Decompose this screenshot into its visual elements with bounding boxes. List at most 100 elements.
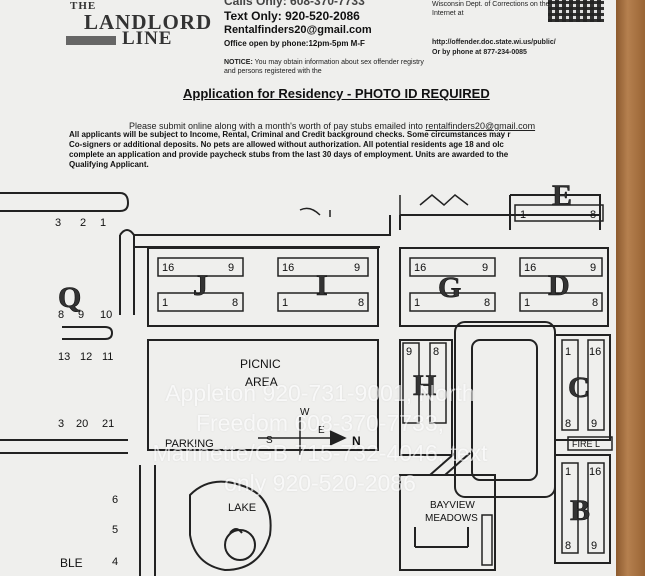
unit-column-b-left <box>561 462 579 554</box>
application-title: Application for Residency - PHOTO ID REQ… <box>183 86 490 101</box>
notice-label: NOTICE: <box>224 59 253 66</box>
offender-url: http://offender.doc.state.wi.us/public/ … <box>432 38 612 58</box>
unit-num-g-8: 8 <box>484 297 490 309</box>
instruction-email: rentalfinders20@gmail.com <box>425 121 536 131</box>
building-letter-e: E <box>552 179 572 212</box>
unit-row-i-bottom <box>277 292 369 312</box>
unit-row-d-bottom <box>519 292 603 312</box>
bayview-meadows-lot <box>399 474 496 571</box>
picnic-area-border <box>147 339 379 451</box>
instruction-text: Please submit online along with a month'… <box>129 121 423 131</box>
unit-num-h-8: 8 <box>433 346 439 358</box>
unit-num-d-1: 1 <box>524 297 530 309</box>
unit-num-j-16: 16 <box>162 262 174 274</box>
unit-num-c-8: 8 <box>565 418 571 430</box>
unit-num-j-9: 9 <box>228 262 234 274</box>
unit-row-g-bottom <box>409 292 496 312</box>
inner-loop-core <box>471 339 538 481</box>
meadows-entrance <box>414 527 469 548</box>
logo-line: LINE <box>122 28 173 49</box>
unit-num-q-8: 8 <box>58 309 64 321</box>
building-letter-c: C <box>568 371 590 404</box>
unit-num-d-16: 16 <box>524 262 536 274</box>
q-cul-de-sac <box>62 326 114 340</box>
unit-num-q-12: 12 <box>80 351 92 363</box>
unit-num-d-8: 8 <box>592 297 598 309</box>
map-hatch <box>429 452 471 476</box>
unit-num-q-11: 11 <box>102 351 113 363</box>
unit-row-j-top <box>157 257 244 277</box>
unit-num-q-10: 10 <box>100 309 112 321</box>
building-letter-q: Q <box>58 281 81 314</box>
building-c-frame <box>554 334 611 441</box>
property-site-map: J I G D E H C B Q 16 9 1 8 16 9 1 8 16 9… <box>0 179 613 576</box>
fine-print: All applicants will be subject to Income… <box>69 130 614 170</box>
unit-num-b-8: 8 <box>565 540 571 552</box>
notice-body: You may obtain information about sex off… <box>224 59 424 75</box>
top-left-road <box>0 192 130 212</box>
compass-w: W <box>300 407 310 418</box>
unit-row-d-top <box>519 257 603 277</box>
lake-label: LAKE <box>228 502 256 514</box>
wood-table-edge <box>616 0 645 576</box>
overlay-line-4: only 920-520-2086 <box>224 470 416 496</box>
fire-lane-sign <box>567 436 613 451</box>
unit-num-j-8: 8 <box>232 297 238 309</box>
qr-code-icon <box>548 0 604 22</box>
unit-column-h-right <box>429 342 447 424</box>
unit-num-20: 20 <box>76 418 88 430</box>
unit-num-d-9: 9 <box>590 262 596 274</box>
unit-num-j-1: 1 <box>162 297 168 309</box>
calls-only-line: Calls Only: 608-370-7733 <box>224 0 365 8</box>
left-vertical-road <box>139 465 156 576</box>
unit-column-c-left <box>561 339 579 431</box>
unit-num-g-9: 9 <box>482 262 488 274</box>
building-group-ji <box>147 247 379 327</box>
building-letter-j: J <box>193 269 208 302</box>
logo-the: THE <box>70 0 97 12</box>
building-letter-i: I <box>316 269 328 302</box>
wisconsin-doc-text: Wisconsin Dept. of Corrections on the In… <box>432 1 550 17</box>
logo-landlord: LANDLORD <box>84 10 213 34</box>
left-road <box>119 229 135 315</box>
roof-marks <box>399 194 469 215</box>
unit-row-j-bottom <box>157 292 244 312</box>
text-only-line: Text Only: 920-520-2086 <box>224 9 360 23</box>
unit-num-b-9: 9 <box>591 540 597 552</box>
left-lower-road <box>0 439 128 454</box>
unit-num-e-8: 8 <box>590 209 596 221</box>
unit-num-i-8: 8 <box>358 297 364 309</box>
unit-column-c-right <box>587 339 605 431</box>
fine-print-line-4: Qualifying Applicant. <box>69 160 149 169</box>
landlord-line-logo: THE LANDLORD LINE <box>62 0 211 50</box>
area-label: AREA <box>245 375 278 389</box>
unit-num-c-9: 9 <box>591 418 597 430</box>
unit-num-i-9: 9 <box>354 262 360 274</box>
building-h-frame <box>399 339 453 456</box>
unit-num-g-1: 1 <box>414 297 420 309</box>
lake-shape <box>189 480 272 572</box>
unit-num-c-1: 1 <box>565 346 571 358</box>
unit-num-5: 5 <box>112 524 118 536</box>
building-letter-b: B <box>570 494 590 527</box>
meadows-label: MEADOWS <box>425 513 478 524</box>
fine-print-line-2: Co-signers or additional deposits. No pe… <box>69 140 504 149</box>
notice-text: NOTICE: You may obtain information about… <box>224 58 424 76</box>
unit-num-21: 21 <box>102 418 114 430</box>
unit-num-e-1: 1 <box>520 209 526 221</box>
compass-s: S <box>266 435 273 446</box>
fine-print-line-3: complete an application and provide payc… <box>69 150 509 159</box>
fine-print-line-1: All applicants will be subject to Income… <box>69 130 511 139</box>
unit-column-b-right <box>587 462 605 554</box>
parking-label: PARKING <box>165 438 214 450</box>
unit-row-i-top <box>277 257 369 277</box>
unit-num-3: 3 <box>55 217 61 229</box>
building-b-frame <box>554 454 611 564</box>
unit-num-h-9: 9 <box>406 346 412 358</box>
application-sheet: THE LANDLORD LINE Calls Only: 608-370-77… <box>0 0 616 576</box>
fountain-spray-icon <box>229 528 243 534</box>
ble-label: BLE <box>60 556 83 570</box>
unit-num-g-16: 16 <box>414 262 426 274</box>
dumpster-strip <box>481 514 493 566</box>
unit-row-e <box>514 204 604 222</box>
